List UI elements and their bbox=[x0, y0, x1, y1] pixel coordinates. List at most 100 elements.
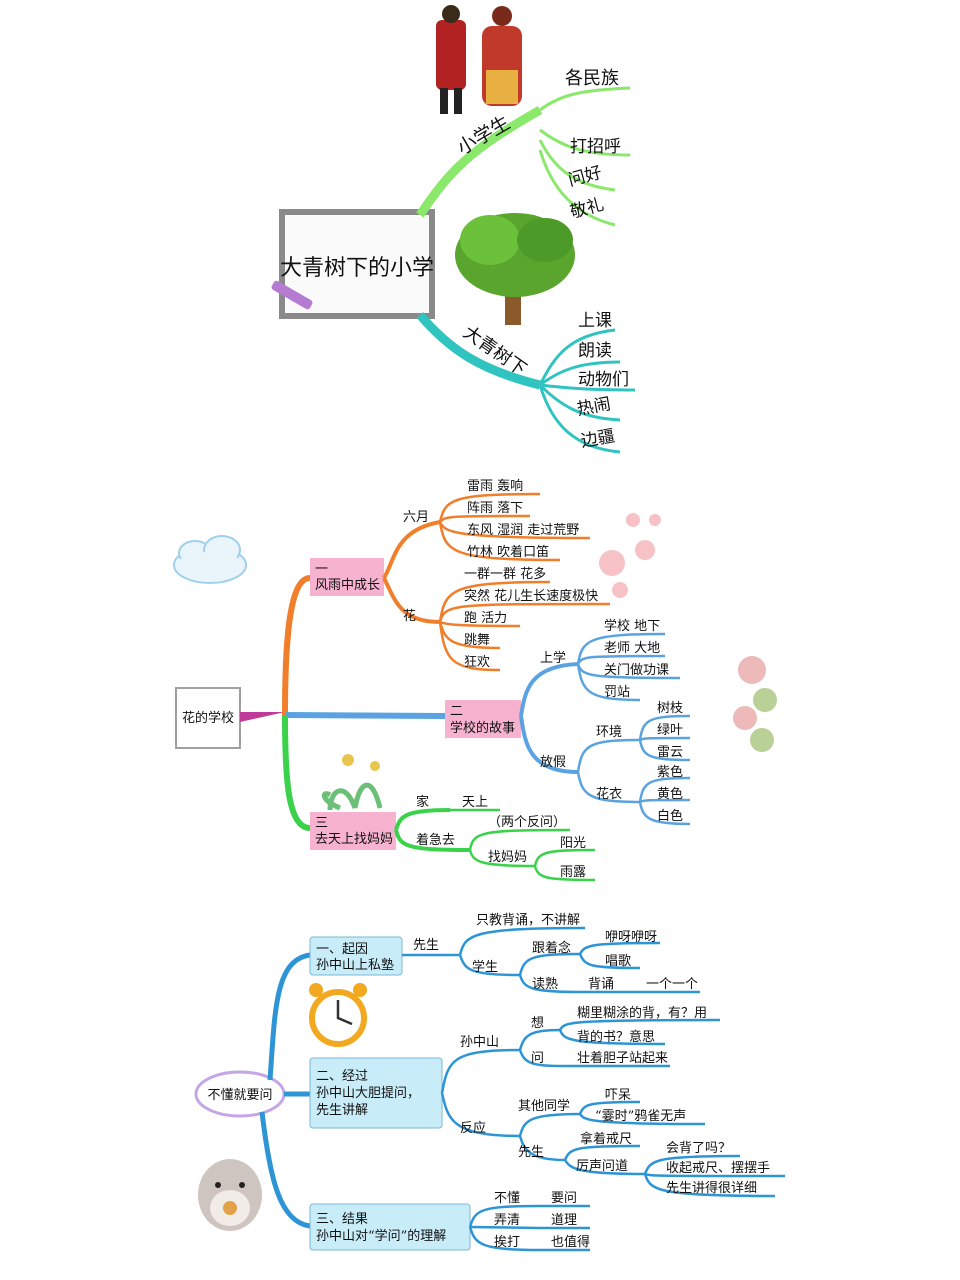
hamster-icon bbox=[198, 1159, 262, 1231]
map3-node: 吓呆 bbox=[605, 1088, 631, 1103]
pencil-icon bbox=[271, 280, 313, 310]
map2-leaf: 雷雨 轰响 bbox=[467, 478, 523, 494]
map3-node: 拿着戒尺 bbox=[580, 1131, 632, 1147]
branch-line bbox=[539, 360, 621, 387]
map2-sub-label: 家 bbox=[416, 794, 429, 810]
map3-section-title: 孙中山大胆提问， bbox=[316, 1085, 420, 1101]
map2-leaf: 白色 bbox=[657, 808, 683, 824]
map2-note: （两个反问） bbox=[488, 815, 566, 830]
map2-group-label: 环境 bbox=[596, 725, 622, 740]
map2-section-box bbox=[310, 558, 384, 596]
cloud-icon bbox=[173, 535, 247, 584]
map2-leaf: 阵雨 落下 bbox=[467, 501, 523, 516]
map3-root-label: 不懂就要问 bbox=[207, 1088, 272, 1103]
map3-pair-right: 道理 bbox=[551, 1213, 577, 1228]
map1-leaf: 朗读 bbox=[578, 341, 612, 361]
map2: 花的学校 一 风雨中成长 二 学校的故事 三 去天上找妈妈 六月 花 bbox=[173, 478, 777, 882]
map3-node: 背的书？意思 bbox=[577, 1029, 655, 1045]
branch-line bbox=[282, 575, 311, 716]
map2-section-title: 去天上找妈妈 bbox=[315, 832, 393, 847]
map2-leaf: 突然 花儿生长速度极快 bbox=[464, 588, 598, 604]
map3-node: 想 bbox=[531, 1015, 544, 1031]
map2-section-num: 三 bbox=[315, 816, 328, 831]
map3-pair-left: 挨打 bbox=[494, 1235, 520, 1250]
map3-node: 读熟 bbox=[532, 976, 558, 992]
map2-section-title: 学校的故事 bbox=[450, 720, 515, 736]
leaf-lines bbox=[576, 632, 691, 826]
branch-line bbox=[538, 139, 616, 192]
map3-section-title: 一、起因 bbox=[316, 942, 368, 957]
branch-line bbox=[538, 383, 621, 422]
branch-line bbox=[416, 106, 543, 218]
branch-line bbox=[538, 328, 616, 386]
map1-branch-label: 小学生 bbox=[454, 112, 514, 160]
branch-line bbox=[267, 952, 311, 1081]
map2-group-label: 找妈妈 bbox=[488, 850, 527, 865]
map2-leaf: 黄色 bbox=[657, 786, 683, 802]
map1-leaf: 边疆 bbox=[579, 426, 616, 452]
map1: 大青树下的小学 小学生 各民族 打招呼 问好 敬礼 大青树下 上课 朗读 动物们… bbox=[271, 5, 636, 454]
map3-section-title: 二、经过 bbox=[316, 1069, 368, 1084]
map2-leaf: 跑 活力 bbox=[464, 611, 507, 626]
map3-node: 会背了吗？ bbox=[666, 1141, 731, 1156]
map3-node: 咿呀咿呀 bbox=[605, 930, 657, 945]
peach-blossom-icon bbox=[599, 513, 661, 598]
map3-node: 背诵 bbox=[588, 977, 614, 992]
map2-section-title: 风雨中成长 bbox=[315, 578, 380, 593]
map2-leaf: 狂欢 bbox=[464, 655, 490, 670]
map2-leaf: 阳光 bbox=[560, 836, 586, 851]
big-tree-illustration bbox=[455, 213, 575, 325]
map3-node: 一个一个 bbox=[646, 977, 698, 992]
leaf-lines bbox=[450, 808, 596, 882]
map2-leaf: 雨露 bbox=[560, 865, 586, 880]
branch-line bbox=[382, 577, 441, 624]
alarm-clock-icon bbox=[309, 983, 367, 1047]
branch-line bbox=[259, 1111, 311, 1229]
map2-leaf: 树枝 bbox=[657, 701, 683, 716]
leaf-lines bbox=[468, 1204, 590, 1252]
map2-sub-label: 六月 bbox=[403, 510, 429, 525]
map3-sub-label: 先生 bbox=[413, 938, 439, 953]
map2-section-box bbox=[445, 700, 521, 738]
branch-line bbox=[382, 520, 441, 580]
map1-leaf: 敬礼 bbox=[568, 195, 606, 223]
leaf-lines bbox=[402, 926, 700, 994]
map2-leaf: 竹林 吹着口笛 bbox=[467, 544, 549, 560]
map2-group-label: 花衣 bbox=[596, 786, 622, 802]
map2-sub-label: 放假 bbox=[540, 755, 566, 770]
leaf-lines bbox=[438, 492, 611, 672]
map2-leaf: 天上 bbox=[462, 795, 488, 810]
plant-icon bbox=[321, 754, 383, 811]
root-connector bbox=[240, 712, 285, 722]
map2-section-num: 一 bbox=[315, 562, 328, 577]
map3-node: 收起戒尺、摆摆手 bbox=[666, 1161, 770, 1176]
map3-pair-right: 也值得 bbox=[551, 1234, 590, 1250]
map3-node: 壮着胆子站起来 bbox=[577, 1050, 668, 1066]
map2-sub-label: 着急去 bbox=[416, 832, 455, 848]
branch-line bbox=[539, 128, 631, 157]
map1-leaf: 各民族 bbox=[565, 68, 619, 89]
map3-sub-label: 反应 bbox=[460, 1120, 486, 1136]
map3-pair-left: 弄清 bbox=[494, 1213, 520, 1228]
branch-line bbox=[416, 312, 542, 390]
leaf-lines bbox=[440, 1018, 786, 1198]
map2-section-num: 二 bbox=[450, 704, 463, 719]
map2-leaf: 雷云 bbox=[657, 745, 683, 760]
map3-node: 先生 bbox=[518, 1145, 544, 1160]
map2-sub-label: 上学 bbox=[540, 650, 566, 666]
map2-leaf: 关门做功课 bbox=[604, 663, 669, 678]
map3-node: 只教背诵，不讲解 bbox=[476, 912, 580, 928]
map3-section-title: 先生讲解 bbox=[316, 1103, 368, 1118]
map3-node: 其他同学 bbox=[518, 1098, 570, 1114]
branch-line bbox=[282, 714, 311, 831]
map3-section-title: 孙中山对“学问”的理解 bbox=[316, 1228, 446, 1244]
branch-line bbox=[519, 662, 579, 717]
map3-node: 先生讲得很详细 bbox=[666, 1180, 757, 1196]
map3-node: 问 bbox=[531, 1051, 544, 1066]
map1-leaf: 热闹 bbox=[575, 394, 612, 420]
map2-sub-label: 花 bbox=[403, 608, 416, 624]
map3-node: 跟着念 bbox=[532, 940, 571, 956]
map3: 不懂就要问 一、起因 孙中山上私塾 二、经过 孙中山大胆提问， 先生讲解 三、结… bbox=[194, 912, 786, 1252]
map3-pair-right: 要问 bbox=[551, 1191, 577, 1206]
